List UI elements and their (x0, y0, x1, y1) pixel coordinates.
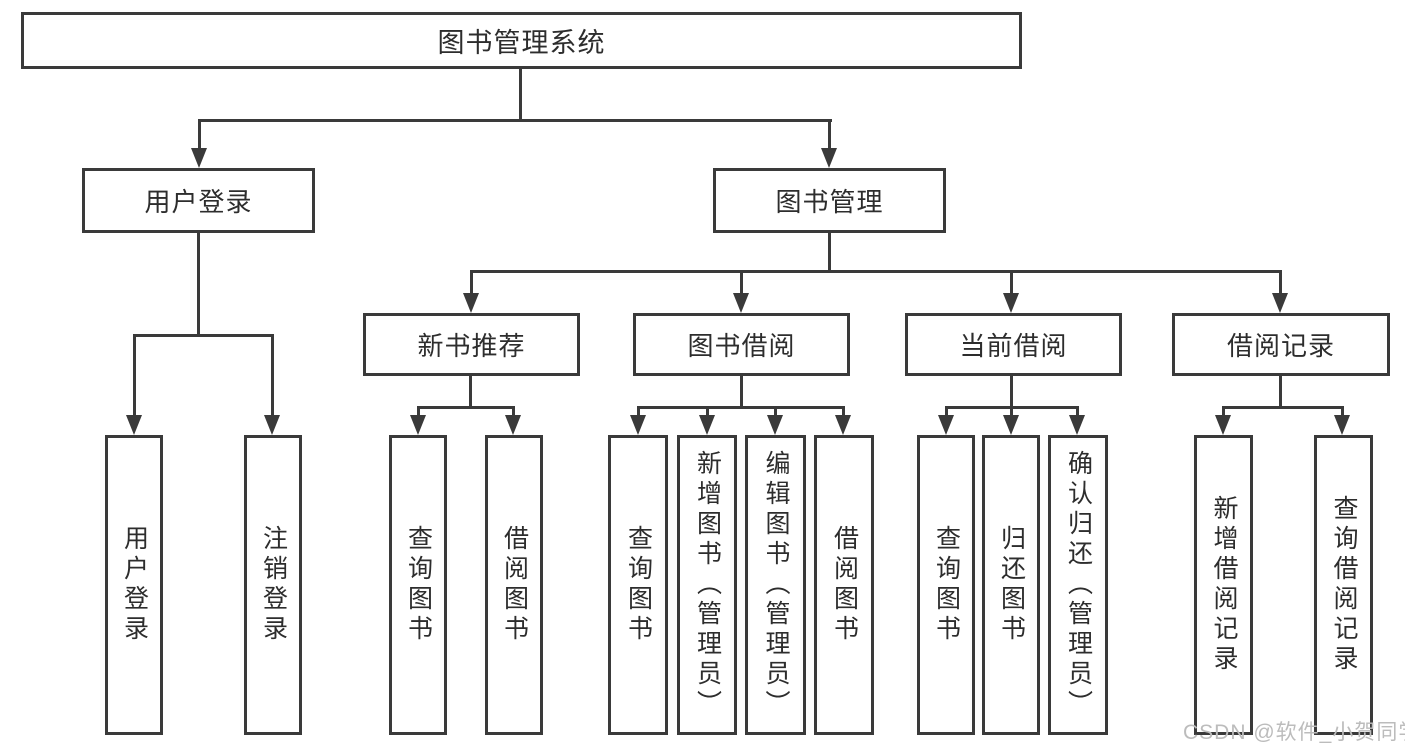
connector-root-bus (198, 119, 832, 122)
connector-new-book-bus (417, 406, 515, 409)
leaf-logout-label: 注销登录 (259, 525, 288, 645)
node-current-borrowing-label: 当前借阅 (959, 331, 1068, 361)
connector-book-borrowing-bus (637, 406, 845, 409)
connector-drop-book-management (828, 119, 831, 150)
arrowhead-bb-query (630, 415, 646, 435)
leaf-user-login-label: 用户登录 (120, 525, 149, 645)
arrowhead-cb-return (1003, 415, 1019, 435)
leaf-user-login: 用户登录 (105, 435, 163, 735)
connector-new-book-stem (469, 374, 472, 408)
arrowhead-bb-borrow (835, 415, 851, 435)
leaf-nb-borrow-books-label: 借阅图书 (500, 525, 529, 645)
leaf-br-add-record-label: 新增借阅记录 (1210, 495, 1238, 675)
arrowhead-current-borrowing (1003, 293, 1019, 313)
arrowhead-cb-query (938, 415, 954, 435)
leaf-bb-query-books-label: 查询图书 (624, 525, 653, 645)
leaf-bb-borrow-books: 借阅图书 (814, 435, 874, 735)
node-new-book-recommend-label: 新书推荐 (417, 331, 526, 361)
connector-drop-borrowing-records (1279, 270, 1282, 295)
leaf-cb-return-books: 归还图书 (982, 435, 1040, 735)
connector-book-borrowing-stem (740, 374, 743, 408)
arrowhead-leaf-user-login (126, 415, 142, 435)
node-borrowing-records-label: 借阅记录 (1226, 331, 1335, 361)
leaf-nb-borrow-books: 借阅图书 (485, 435, 543, 735)
connector-drop-user-login (198, 119, 201, 150)
connector-drop-cb-query (945, 406, 948, 418)
leaf-nb-query-books-label: 查询图书 (404, 525, 433, 645)
leaf-bb-query-books: 查询图书 (608, 435, 668, 735)
leaf-br-query-record-label: 查询借阅记录 (1330, 495, 1358, 675)
arrowhead-nb-query (410, 415, 426, 435)
connector-drop-nb-query (417, 406, 420, 418)
node-user-login: 用户登录 (82, 168, 315, 233)
arrowhead-book-borrowing (733, 293, 749, 313)
connector-drop-bb-query (637, 406, 640, 418)
leaf-cb-query-books: 查询图书 (917, 435, 975, 735)
watermark-text: CSDN @软件_小贺同学 (1183, 721, 1405, 744)
connector-drop-bb-edit (774, 406, 777, 418)
leaf-bb-borrow-books-label: 借阅图书 (830, 525, 859, 645)
leaf-cb-confirm-return-label: 确认归还（管理员） (1064, 450, 1093, 720)
node-new-book-recommend: 新书推荐 (363, 313, 580, 376)
leaf-bb-add-books: 新增图书（管理员） (677, 435, 737, 735)
leaf-bb-edit-books: 编辑图书（管理员） (745, 435, 806, 735)
leaf-bb-edit-books-label: 编辑图书（管理员） (762, 450, 790, 720)
leaf-cb-confirm-return: 确认归还（管理员） (1048, 435, 1108, 735)
connector-drop-leaf-user-login (133, 334, 136, 417)
connector-drop-bb-borrow (842, 406, 845, 418)
leaf-br-add-record: 新增借阅记录 (1194, 435, 1253, 735)
node-root: 图书管理系统 (21, 12, 1022, 69)
connector-book-management-stem (828, 231, 831, 273)
connector-drop-new-book (470, 270, 473, 295)
node-root-label: 图书管理系统 (437, 28, 606, 58)
connector-book-management-bus (470, 270, 1282, 273)
arrowhead-new-book (463, 293, 479, 313)
connector-drop-cb-return (1010, 406, 1013, 418)
connector-borrowing-records-bus (1222, 406, 1344, 409)
arrowhead-bb-add (699, 415, 715, 435)
arrowhead-br-add (1215, 415, 1231, 435)
arrowhead-book-management (821, 148, 837, 168)
leaf-cb-query-books-label: 查询图书 (932, 525, 961, 645)
arrowhead-user-login (191, 148, 207, 168)
node-current-borrowing: 当前借阅 (905, 313, 1122, 376)
connector-user-login-stem (197, 231, 200, 336)
leaf-logout: 注销登录 (244, 435, 302, 735)
node-book-management-label: 图书管理 (775, 187, 884, 217)
connector-borrowing-records-stem (1279, 374, 1282, 408)
arrowhead-br-query (1334, 415, 1350, 435)
node-book-borrowing: 图书借阅 (633, 313, 850, 376)
node-book-borrowing-label: 图书借阅 (687, 331, 796, 361)
connector-drop-book-borrowing (740, 270, 743, 295)
leaf-nb-query-books: 查询图书 (389, 435, 447, 735)
connector-root-stem (519, 68, 522, 122)
arrowhead-bb-edit (767, 415, 783, 435)
leaf-cb-return-books-label: 归还图书 (997, 525, 1026, 645)
leaf-bb-add-books-label: 新增图书（管理员） (693, 450, 722, 720)
node-user-login-label: 用户登录 (144, 187, 253, 217)
connector-drop-cb-confirm (1076, 406, 1079, 418)
leaf-br-query-record: 查询借阅记录 (1314, 435, 1373, 735)
connector-drop-bb-add (706, 406, 709, 418)
node-borrowing-records: 借阅记录 (1172, 313, 1390, 376)
connector-user-login-bus (133, 334, 274, 337)
connector-drop-br-query (1341, 406, 1344, 418)
arrowhead-borrowing-records (1272, 293, 1288, 313)
node-book-management: 图书管理 (713, 168, 946, 233)
connector-current-borrowing-stem (1010, 374, 1013, 408)
arrowhead-leaf-logout (264, 415, 280, 435)
connector-drop-br-add (1222, 406, 1225, 418)
connector-drop-current-borrowing (1010, 270, 1013, 295)
connector-drop-leaf-logout (271, 334, 274, 417)
connector-drop-nb-borrow (512, 406, 515, 418)
arrowhead-nb-borrow (505, 415, 521, 435)
arrowhead-cb-confirm (1069, 415, 1085, 435)
